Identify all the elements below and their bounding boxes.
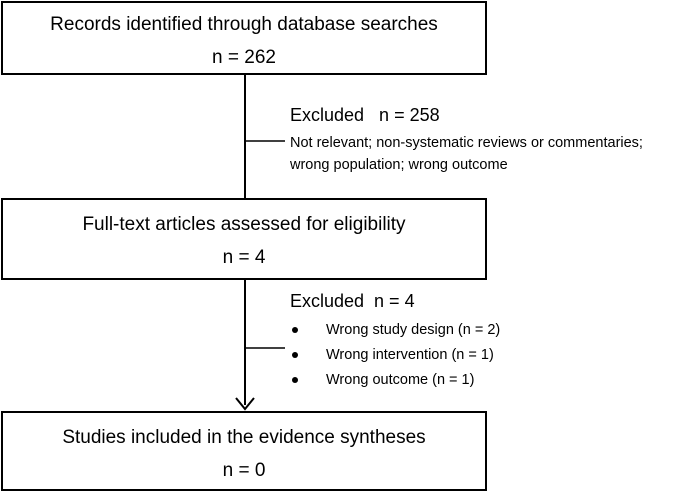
bullet-icon [292, 352, 298, 358]
exclusion-heading-2: Excluded n = 4 [290, 291, 415, 311]
exclusion-reason: Not relevant; non-systematic reviews or … [290, 135, 643, 151]
exclusion-reason: Wrong intervention (n = 1) [326, 347, 494, 363]
exclusion-reason: Wrong study design (n = 2) [326, 322, 501, 338]
exclusion-reason: Wrong outcome (n = 1) [326, 372, 475, 388]
list-item: Wrong outcome (n = 1) [290, 368, 500, 393]
bullet-icon [292, 327, 298, 333]
fulltext-assessed-title: Full-text articles assessed for eligibil… [82, 214, 406, 235]
studies-included-box: Studies included in the evidence synthes… [1, 411, 487, 491]
fulltext-assessed-count: n = 4 [222, 247, 266, 268]
studies-included-count: n = 0 [222, 460, 266, 481]
exclusion-heading-1: Excluded n = 258 [290, 105, 440, 125]
studies-included-title: Studies included in the evidence synthes… [62, 427, 426, 448]
bullet-icon [292, 377, 298, 383]
list-item: Wrong study design (n = 2) [290, 318, 500, 343]
exclusion-block-2: Excluded n = 4 Wrong study design (n = 2… [290, 290, 500, 393]
list-item: Wrong intervention (n = 1) [290, 343, 500, 368]
exclusion-reason-list: Wrong study design (n = 2) Wrong interve… [290, 318, 500, 393]
records-identified-box: Records identified through database sear… [1, 1, 487, 75]
records-identified-title: Records identified through database sear… [50, 14, 438, 35]
arrowhead-icon [235, 397, 255, 411]
fulltext-assessed-box: Full-text articles assessed for eligibil… [1, 198, 487, 280]
records-identified-count: n = 262 [212, 47, 276, 68]
exclusion-block-1: Excluded n = 258 Not relevant; non-syste… [290, 104, 643, 176]
exclusion-reason: wrong population; wrong outcome [290, 157, 508, 173]
